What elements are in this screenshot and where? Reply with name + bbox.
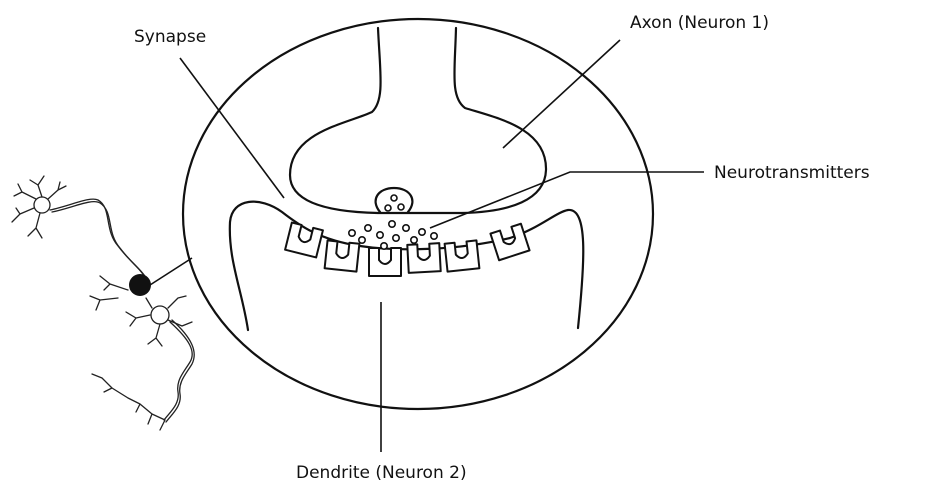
axon-terminal xyxy=(290,28,546,213)
receptor xyxy=(325,240,360,271)
neuron-illustration xyxy=(12,176,194,430)
neurotransmitters-leader-line xyxy=(430,172,704,228)
label-synapse: Synapse xyxy=(134,27,206,47)
neurotransmitter xyxy=(377,232,383,238)
neurotransmitter xyxy=(365,225,371,231)
zoom-connector-line xyxy=(150,258,192,285)
receptor xyxy=(490,224,529,261)
neuron-synapse-dot xyxy=(129,274,151,296)
neurotransmitter xyxy=(411,237,417,243)
label-neurotransmitters: Neurotransmitters xyxy=(714,163,870,183)
neurotransmitter xyxy=(393,235,399,241)
label-axon: Axon (Neuron 1) xyxy=(630,13,769,33)
neurotransmitter xyxy=(431,233,437,239)
neurotransmitter xyxy=(389,221,395,227)
synapse-leader-line xyxy=(180,58,284,198)
label-dendrite: Dendrite (Neuron 2) xyxy=(296,463,467,483)
neuron-2-soma xyxy=(151,306,169,324)
vesicle-neurotransmitter xyxy=(398,204,404,210)
neurotransmitter xyxy=(403,225,409,231)
vesicle-neurotransmitter xyxy=(385,205,391,211)
dendrite-membrane xyxy=(230,202,583,330)
neurotransmitter xyxy=(349,230,355,236)
neurotransmitter xyxy=(359,237,365,243)
neurotransmitter xyxy=(419,229,425,235)
neurotransmitter-molecules xyxy=(349,221,437,249)
vesicle-neurotransmitter xyxy=(391,195,397,201)
receptor xyxy=(407,243,440,273)
receptor xyxy=(369,248,401,276)
receptor xyxy=(445,240,480,271)
neurotransmitter xyxy=(381,243,387,249)
